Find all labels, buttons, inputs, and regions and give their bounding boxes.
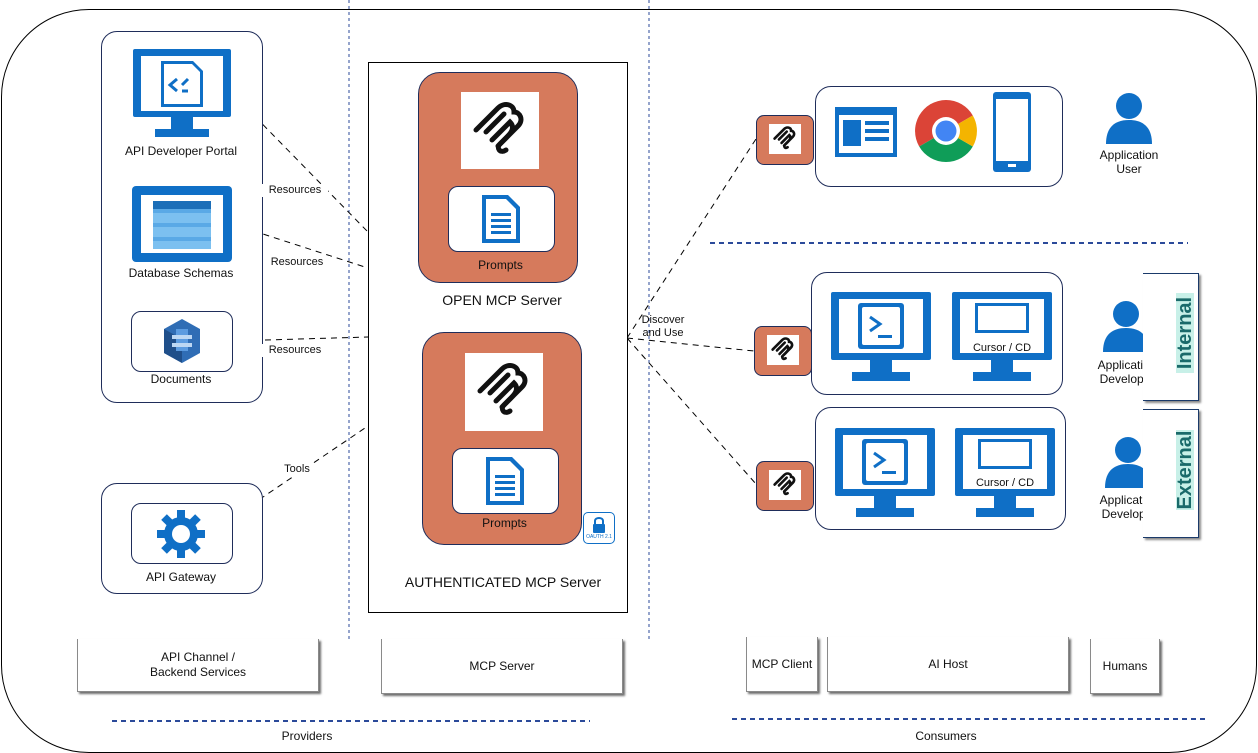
document-icon bbox=[486, 457, 524, 505]
column-label-mcp-client: MCP Client bbox=[746, 637, 818, 692]
provider-label-gateway: API Gateway bbox=[145, 570, 217, 584]
monitor-icon bbox=[952, 292, 1052, 381]
mcp-client-user bbox=[756, 115, 814, 165]
user-avatar-icon bbox=[1103, 301, 1149, 352]
app-label-internal: Cursor / CD bbox=[972, 342, 1032, 354]
terminal-monitor-icon bbox=[831, 292, 931, 381]
edge-label-resources-3: Resources bbox=[262, 344, 328, 357]
edge-label-resources-2: Resources bbox=[264, 256, 330, 269]
column-label-mcp-server: MCP Server bbox=[381, 639, 623, 694]
column-label-api-channel: API Channel / Backend Services bbox=[77, 639, 319, 692]
edge-label-tools: Tools bbox=[280, 463, 314, 476]
oauth-badge-text: OAUTH 2.1 bbox=[586, 534, 612, 540]
edge-client-user bbox=[626, 138, 757, 339]
human-label-internal: Application Developer bbox=[1097, 358, 1157, 386]
document-icon bbox=[482, 195, 520, 243]
lock-icon bbox=[593, 517, 605, 533]
mcp-logo-icon bbox=[771, 337, 794, 361]
user-avatar-icon bbox=[1106, 93, 1152, 144]
monitor-icon bbox=[955, 428, 1055, 517]
auth-prompts-label: Prompts bbox=[482, 516, 527, 530]
oauth-badge: OAUTH 2.1 bbox=[583, 512, 615, 544]
web-app-icon bbox=[835, 107, 897, 157]
user-avatar-icon bbox=[1105, 437, 1151, 488]
footer-label-consumers: Consumers bbox=[915, 729, 977, 743]
side-tag-internal: Internal bbox=[1174, 293, 1196, 373]
discover-and-use-label: Discover and Use bbox=[641, 314, 685, 339]
column-label-ai-host: AI Host bbox=[827, 637, 1069, 692]
mcp-logo-icon bbox=[473, 102, 524, 154]
human-label-user: Application User bbox=[1099, 148, 1159, 176]
mcp-logo-icon bbox=[477, 363, 528, 415]
edge-label-resources-1: Resources bbox=[262, 184, 328, 197]
mobile-phone-icon bbox=[993, 92, 1031, 172]
gear-icon bbox=[157, 510, 205, 558]
authenticated-mcp-server-title: AUTHENTICATED MCP Server bbox=[404, 574, 602, 590]
open-mcp-server-title: OPEN MCP Server bbox=[442, 292, 562, 308]
developer-portal-icon bbox=[133, 49, 231, 137]
provider-label-schemas: Database Schemas bbox=[128, 266, 234, 280]
app-label-external: Cursor / CD bbox=[975, 477, 1035, 489]
documents-icon bbox=[164, 319, 200, 363]
database-schemas-icon bbox=[132, 186, 232, 262]
column-label-humans: Humans bbox=[1090, 639, 1160, 694]
mcp-logo-icon bbox=[773, 126, 796, 150]
open-prompts-label: Prompts bbox=[478, 258, 523, 272]
terminal-monitor-icon bbox=[835, 428, 935, 517]
provider-label-documents: Documents bbox=[150, 372, 212, 386]
provider-label-portal: API Developer Portal bbox=[124, 144, 238, 158]
footer-label-providers: Providers bbox=[281, 729, 333, 743]
chrome-icon bbox=[915, 100, 977, 162]
side-tag-external: External bbox=[1174, 430, 1196, 510]
mcp-logo-icon bbox=[773, 472, 796, 496]
edge-client-external bbox=[626, 337, 757, 485]
